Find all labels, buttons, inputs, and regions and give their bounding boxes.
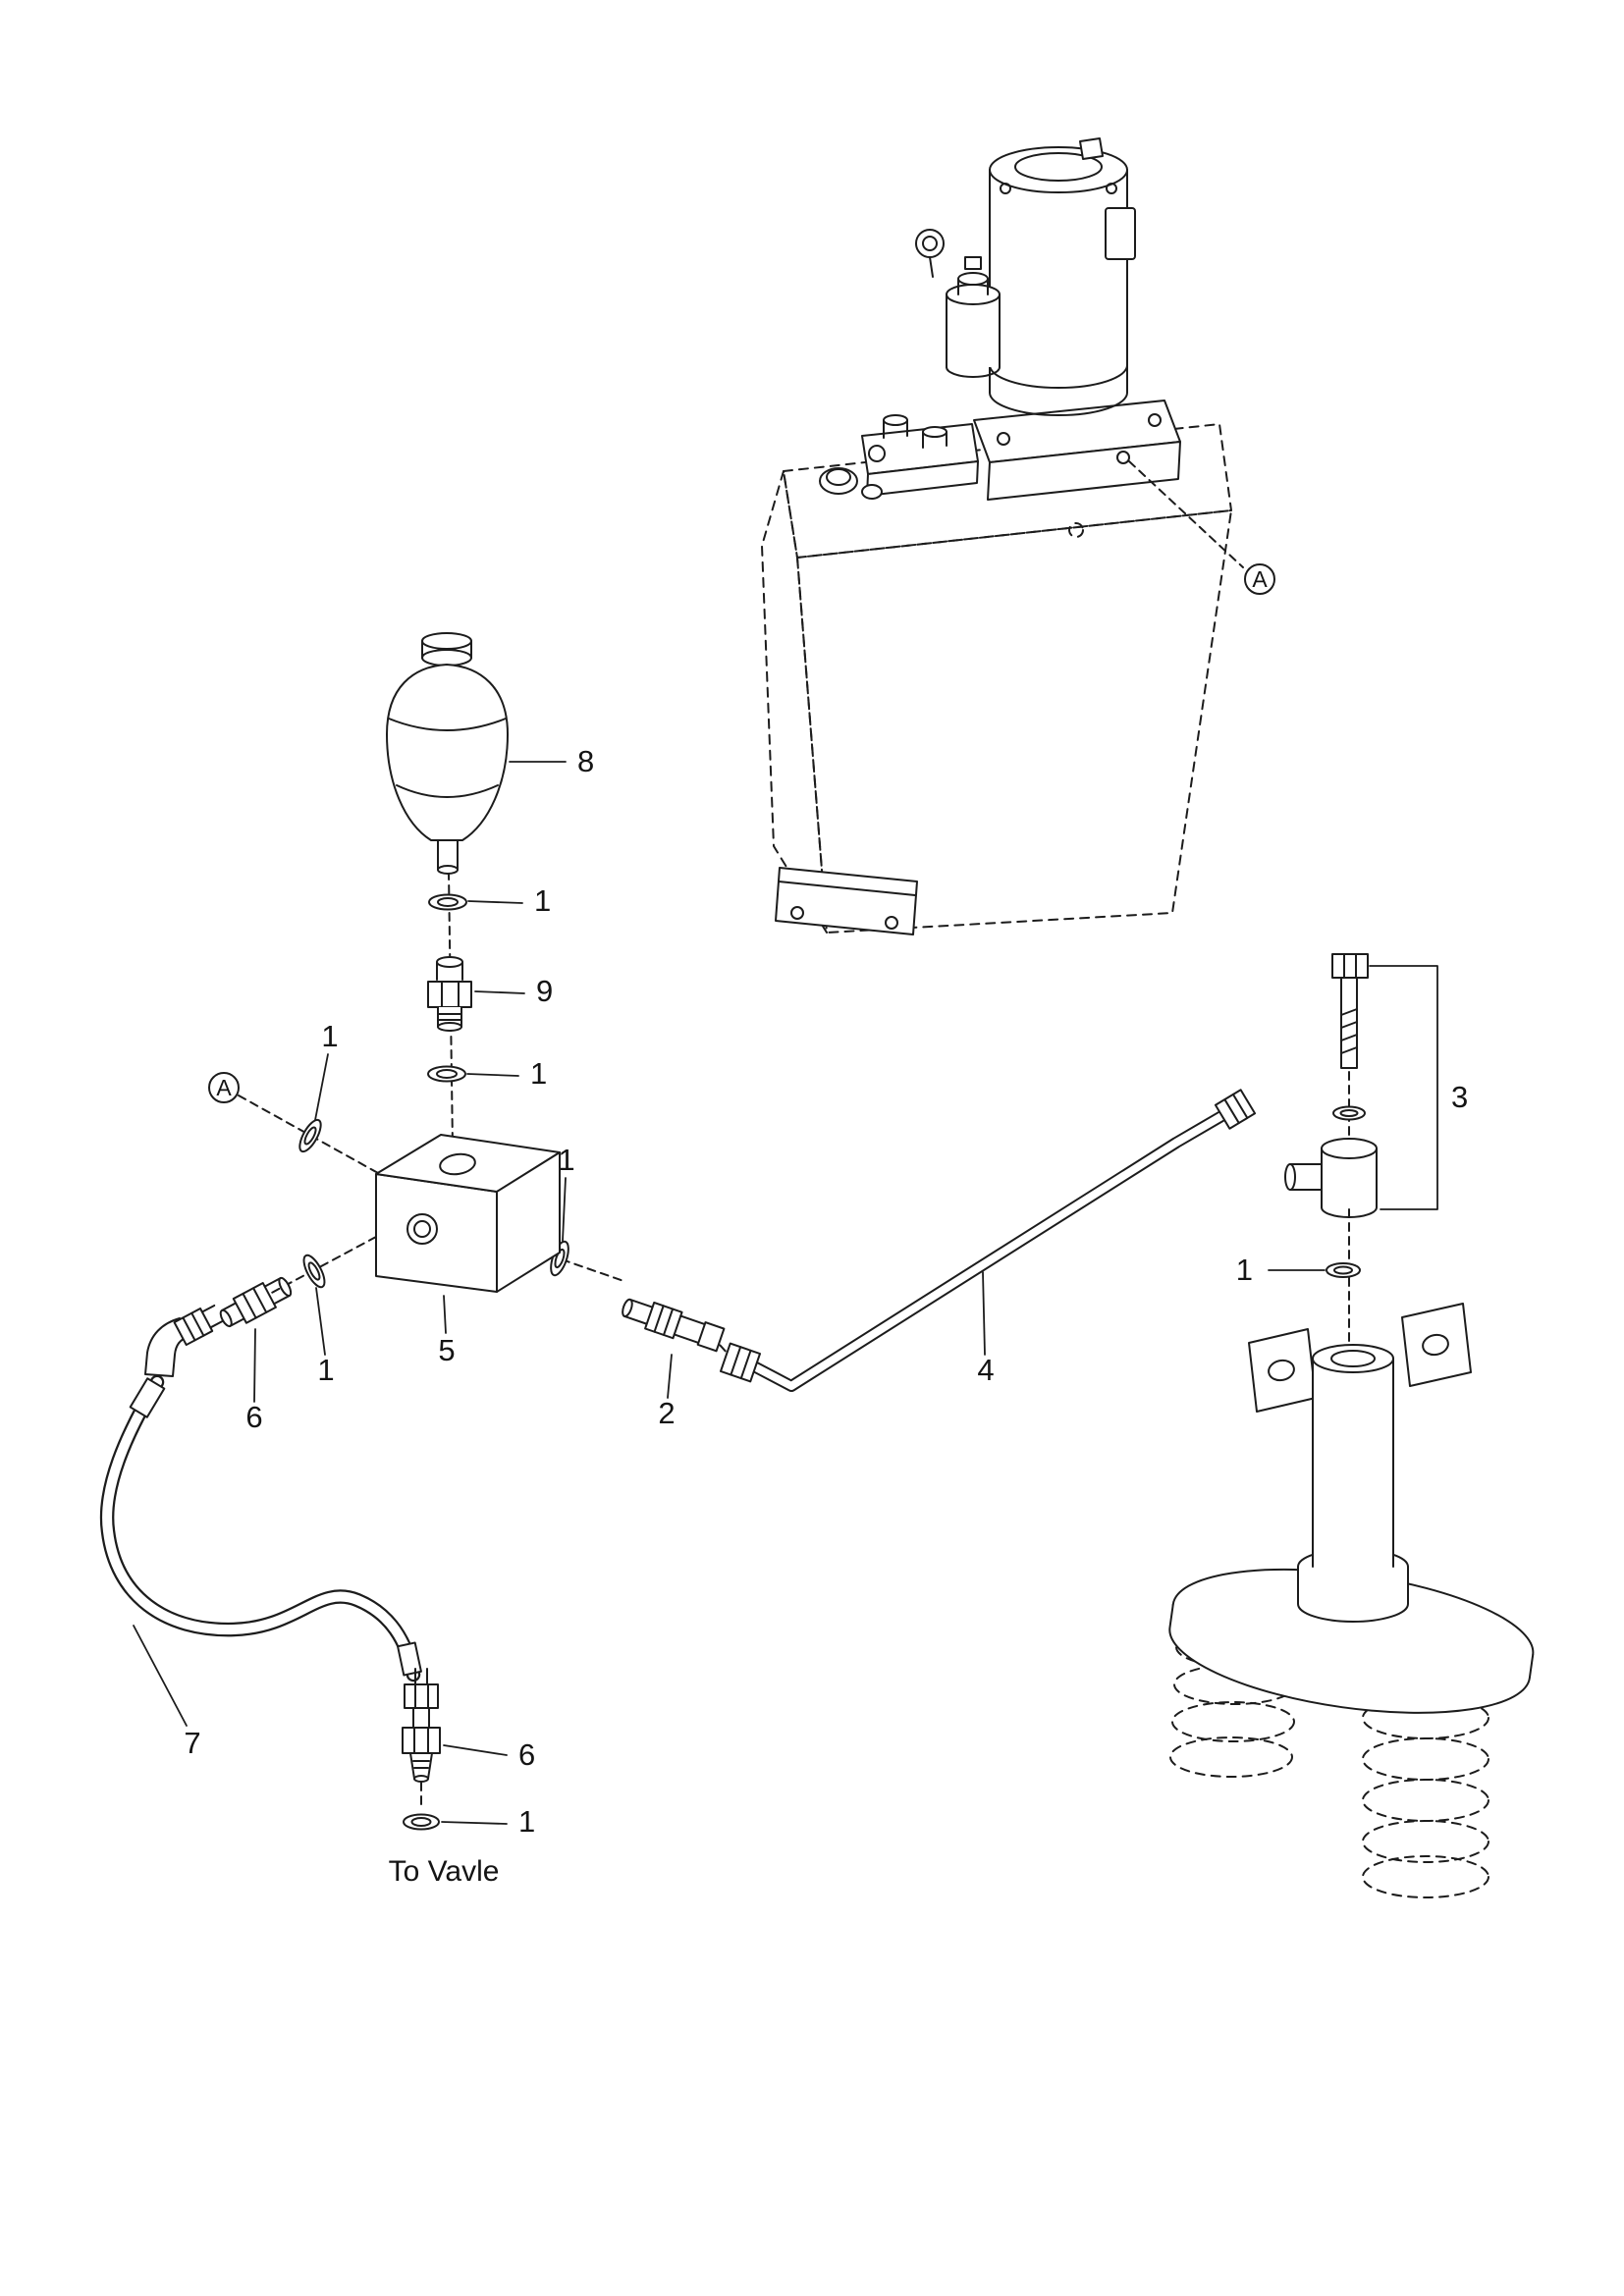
- seal-washer: [403, 1813, 440, 1831]
- elbow-fitting-3: [1284, 1138, 1378, 1218]
- bolt-3: [1331, 953, 1369, 1069]
- seal-washer: [298, 1118, 322, 1153]
- tube-nut: [1214, 1089, 1257, 1130]
- seal-washer: [1326, 1262, 1361, 1278]
- callout-8-label: 8: [577, 744, 594, 778]
- callout-1-label: 1: [1236, 1253, 1253, 1287]
- hydraulic-hose-7: [99, 1374, 422, 1682]
- cartridge-valve: [883, 414, 908, 439]
- mounting-ear-left: [1248, 1328, 1317, 1413]
- view-a-label-manifold: A: [216, 1075, 232, 1100]
- hose-crimp-sleeve: [129, 1377, 166, 1418]
- callout-6-label: 6: [518, 1737, 535, 1772]
- seal-washer: [302, 1254, 326, 1289]
- callout-3-label: 3: [1451, 1080, 1468, 1114]
- valve-manifold: [861, 414, 979, 497]
- straight-adapter-2: [622, 1298, 726, 1353]
- callout-1-label: 1: [317, 1353, 334, 1387]
- mounting-ear-right: [1401, 1303, 1472, 1387]
- seal-washer: [1332, 1105, 1366, 1121]
- hose-elbow-fitting: [144, 1304, 224, 1377]
- hose-crimp-sleeve: [397, 1641, 422, 1677]
- callout-2-label: 2: [658, 1396, 675, 1430]
- hose-end-nut: [404, 1668, 439, 1709]
- view-a-label-power-unit: A: [1252, 566, 1268, 592]
- fitting-6-left: [219, 1276, 293, 1328]
- pump-base-block: [973, 400, 1181, 501]
- spring-seat-plate: [1168, 1568, 1535, 1714]
- callout-9-label: 9: [536, 974, 553, 1008]
- seal-washer: [427, 1065, 466, 1083]
- callout-1-label: 1: [534, 883, 551, 918]
- start-solenoid: [946, 256, 1001, 378]
- callout-1-label: 1: [530, 1056, 547, 1091]
- callout-3-bracket: [1369, 965, 1438, 1210]
- callout-7-label: 7: [184, 1726, 200, 1760]
- view-a-circle-manifold: [208, 1072, 240, 1103]
- manifold-block-5: [375, 1134, 561, 1293]
- callout-labels: 8 1 9 1 1 5 1 6 1 2 4 3 1 7 6 1 A A To V…: [184, 566, 1468, 1888]
- cylinder-assembly: [1248, 1303, 1472, 1623]
- seal-washer: [428, 893, 467, 911]
- to-valve-note: To Vavle: [389, 1855, 500, 1888]
- callout-1-label: 1: [518, 1804, 535, 1839]
- callout-6-label: 6: [245, 1400, 262, 1434]
- seal-washer: [550, 1240, 569, 1277]
- fitting-6-bottom: [402, 1707, 441, 1783]
- view-a-leader: [1128, 460, 1244, 568]
- callout-5-label: 5: [438, 1333, 455, 1367]
- callout-1-label: 1: [321, 1019, 338, 1053]
- tube-nut: [719, 1342, 762, 1383]
- cartridge-valve: [922, 426, 947, 449]
- filler-cap: [819, 467, 883, 500]
- callout-1-label: 1: [558, 1143, 574, 1177]
- steel-tube-4: [719, 1089, 1257, 1392]
- view-a-circle-power-unit: [1244, 563, 1275, 595]
- reservoir-tank: [761, 423, 1232, 934]
- callout-leaders: [133, 761, 1326, 1825]
- lifting-eyebolt: [915, 229, 945, 278]
- callout-4-label: 4: [977, 1353, 994, 1387]
- accumulator: [386, 632, 509, 875]
- electric-motor: [989, 137, 1136, 416]
- adapter-fitting-9: [427, 956, 472, 1032]
- tank-mounting-bracket: [775, 867, 918, 935]
